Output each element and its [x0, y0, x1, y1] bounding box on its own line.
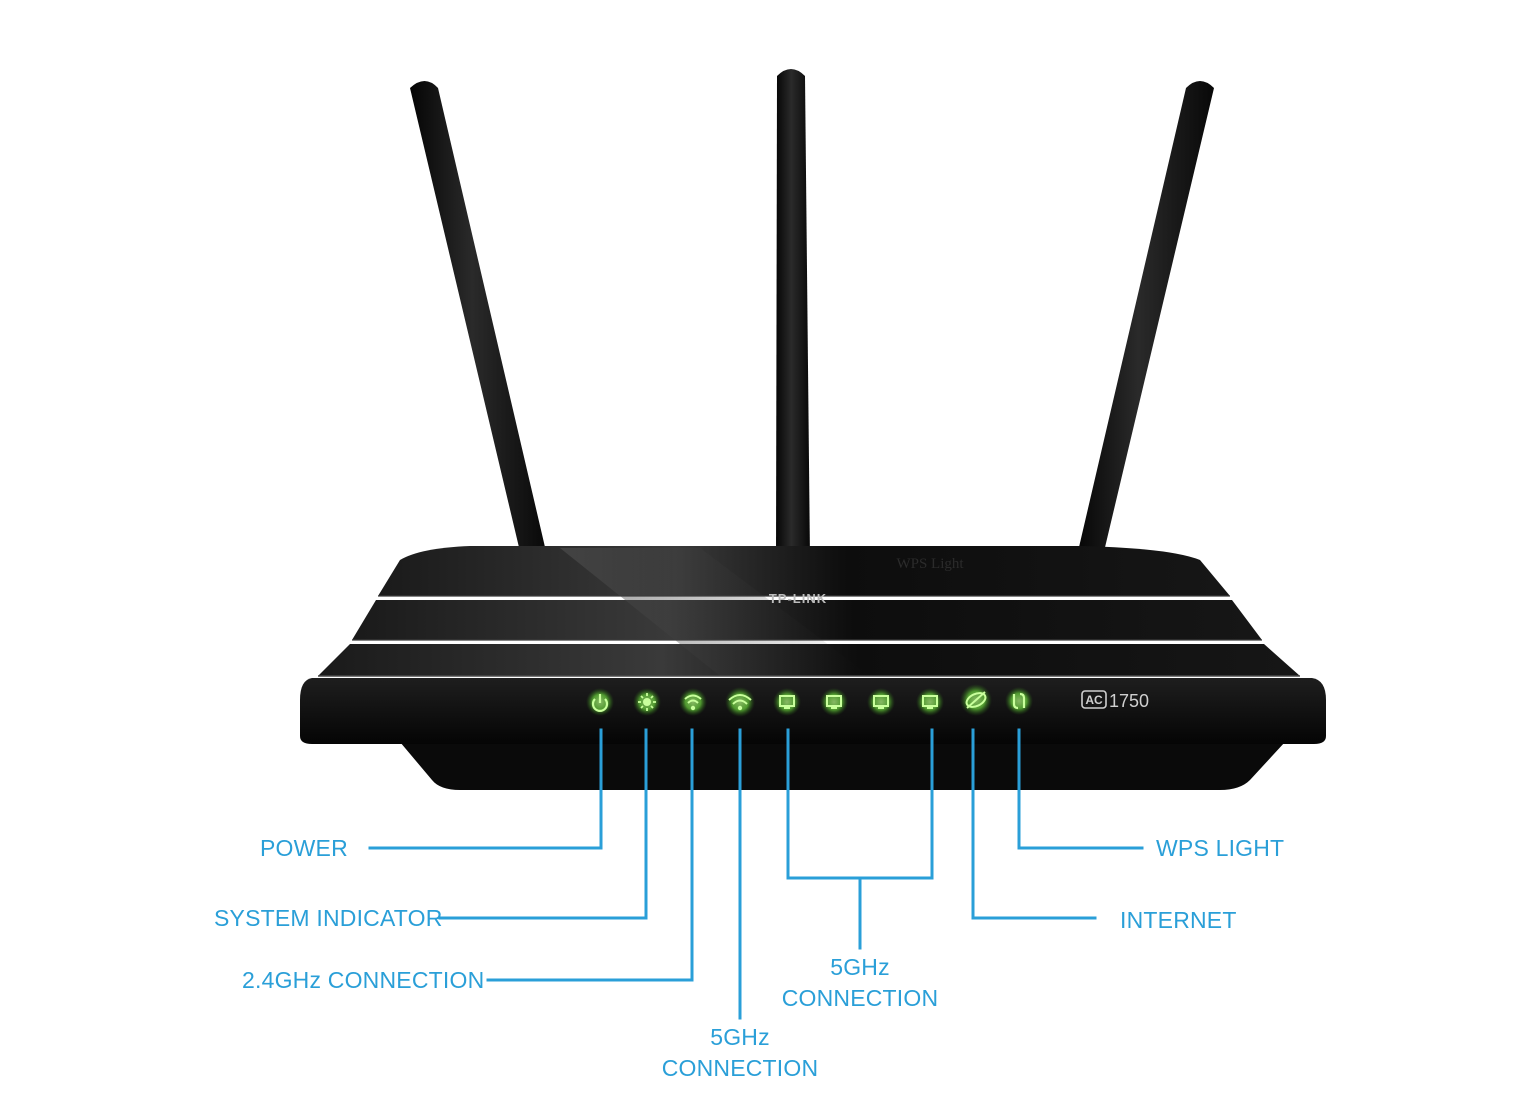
label-wps-light: WPS LIGHT	[1156, 835, 1285, 861]
wps-icon	[1005, 687, 1033, 715]
antenna-center	[776, 69, 810, 560]
label-power: POWER	[260, 835, 348, 861]
router-front-panel	[300, 678, 1326, 744]
router-top-layer-2	[352, 600, 1262, 640]
wifi-5g-icon	[725, 687, 755, 717]
label-5ghz-bottom-line1: 5GHz	[710, 1024, 770, 1050]
callout-5ghz-mid	[786, 728, 934, 950]
model-badge: AC 1750	[1081, 690, 1149, 711]
antenna-right	[1076, 81, 1214, 560]
label-5ghz-connection-mid: 5GHz CONNECTION	[760, 952, 960, 1014]
overlay-text: WPS Light	[896, 556, 964, 572]
label-system-indicator: SYSTEM INDICATOR	[214, 905, 443, 931]
callout-24ghz	[486, 728, 694, 982]
lan2-icon	[820, 688, 848, 716]
callout-wps	[1017, 728, 1144, 850]
power-icon	[586, 688, 614, 716]
model-badge-box	[1081, 690, 1107, 709]
callout-lines	[368, 728, 1144, 1020]
lan3-icon	[867, 688, 895, 716]
router-top-layer-1	[378, 546, 1230, 596]
lan1-icon	[773, 688, 801, 716]
router-edge-highlight-2	[352, 595, 1262, 641]
led-row	[586, 684, 1033, 717]
label-5ghz-mid-line1: 5GHz	[830, 954, 890, 980]
label-5ghz-connection-bottom: 5GHz CONNECTION	[640, 1022, 840, 1084]
wifi-2g-icon	[679, 688, 707, 716]
lan4-icon	[916, 688, 944, 716]
antennas	[410, 69, 1214, 560]
callout-system	[438, 728, 648, 920]
label-5ghz-bottom-line2: CONNECTION	[661, 1055, 819, 1081]
router-base	[400, 742, 1285, 790]
brand-logo: TP-LINK	[769, 591, 827, 606]
label-24ghz-connection: 2.4GHz CONNECTION	[242, 967, 485, 993]
internet-icon	[960, 684, 992, 716]
model-badge-prefix: AC	[1085, 693, 1103, 707]
router-shine	[560, 548, 870, 676]
callout-internet	[971, 728, 1097, 920]
label-internet: INTERNET	[1120, 907, 1237, 933]
model-number: 1750	[1109, 691, 1149, 711]
router-body	[300, 546, 1326, 790]
antenna-left	[410, 81, 548, 560]
system-icon	[633, 688, 661, 716]
callout-power	[368, 728, 603, 850]
label-5ghz-mid-line2: CONNECTION	[781, 985, 939, 1011]
